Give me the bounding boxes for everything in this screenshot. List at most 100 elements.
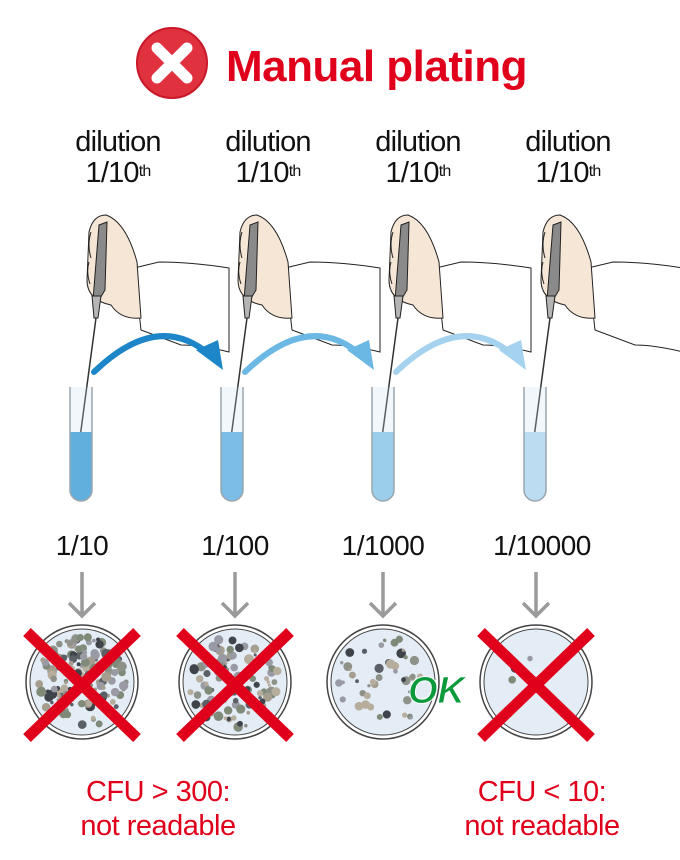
colony [111,668,119,677]
colony [385,659,396,669]
colony [203,669,211,678]
colony [118,681,129,691]
colony [232,697,239,704]
reject-cross-icon [477,628,595,742]
colony [408,690,412,694]
colony [213,711,224,722]
colony [86,700,93,707]
colony [237,720,243,727]
pipette-body [243,221,259,301]
colony [80,658,90,667]
arrowhead [499,340,526,370]
colony [75,645,83,653]
colony [376,713,383,720]
colony [339,661,344,665]
colony [58,693,62,697]
pipette-body [92,221,108,301]
colony [217,653,228,663]
colony [271,679,278,685]
tube-liquid [70,432,92,501]
colony [36,686,47,697]
colony [92,638,96,643]
colony [263,692,273,702]
colony [258,695,262,700]
tube-liquid [221,432,243,501]
colony [44,692,54,702]
verdict-low: CFU < 10:not readable [464,776,620,842]
test-tube-2 [220,387,244,502]
colony [223,716,228,720]
colony [402,712,408,718]
colony [345,648,355,657]
colony [403,655,408,660]
colony [409,673,416,680]
colony [367,703,375,711]
test-tube-1 [69,387,93,502]
colony [101,671,112,682]
colony [224,662,228,666]
ratio-label-2: 1/100 [201,530,269,561]
colony [369,678,377,686]
colony [378,642,385,648]
colony [264,676,270,682]
colony [375,674,383,681]
reject-cross-icon [23,628,141,742]
arrowhead [196,340,223,370]
colony [390,638,399,647]
verdict-high: CFU > 300:not readable [80,776,236,842]
arrowhead [347,340,374,370]
down-arrow-icon [220,572,250,619]
colony [273,666,282,676]
colony [113,704,119,710]
colony [409,655,420,666]
colony [527,655,533,662]
colony [76,662,81,667]
colony [76,633,84,641]
transfer-arrow-2 [242,333,364,375]
pipette-tip-holder [393,295,404,319]
reject-cross-icon [176,628,294,742]
colony [64,680,68,685]
colony [41,702,51,712]
tube-glass [371,387,395,502]
colony [208,641,218,652]
down-arrow-icon [368,572,398,619]
ratio-label-1: 1/10 [55,530,109,561]
colony [256,690,264,697]
colony [70,702,74,707]
colony [250,644,260,654]
colony [271,687,281,697]
colony [267,683,271,687]
colony [266,680,270,684]
colony [348,667,352,671]
pipette-body [394,221,410,301]
colony [401,677,406,683]
colony [101,685,106,691]
pipette-tip-holder [545,295,556,319]
colony [243,723,248,728]
colony [228,636,237,645]
colony [68,660,74,666]
pipette-tip-holder [242,295,253,319]
pipette-hand-3 [378,214,532,461]
colony [382,638,387,643]
tube-glass [220,387,244,502]
colony [382,710,391,719]
down-arrow-icon [67,572,97,619]
colony [348,671,356,679]
colony [50,700,54,705]
colony [35,680,44,688]
colony [78,700,86,708]
colony [231,715,237,721]
colony [60,684,69,692]
colony [230,663,239,672]
colony [50,685,58,693]
colony [253,681,260,688]
colony [367,684,371,688]
ok-label: OK [408,670,466,713]
colony [354,701,364,711]
